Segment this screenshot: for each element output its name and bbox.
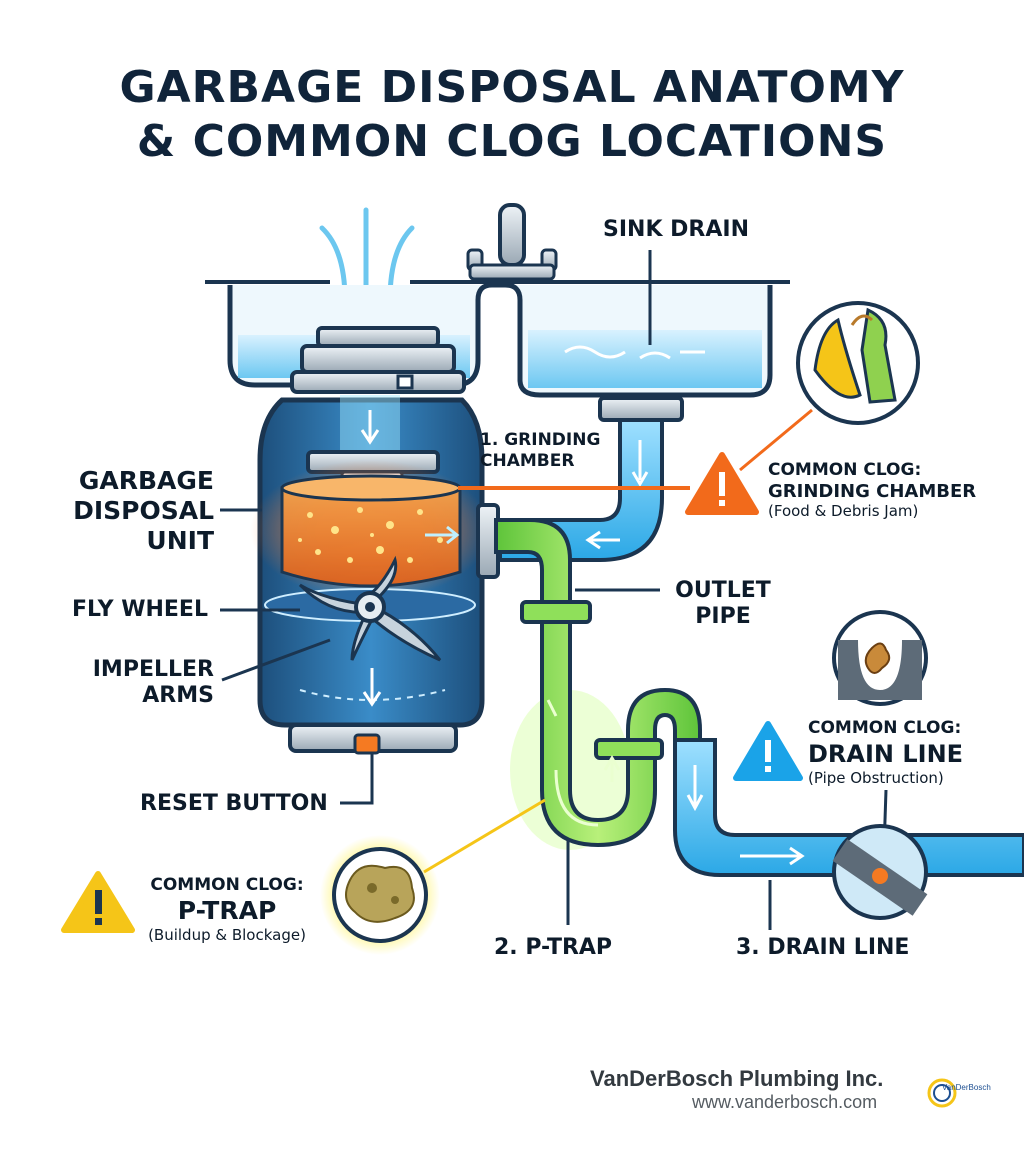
ptrap-clog-callout: COMMON CLOG: P-TRAP (Buildup & Blockage) [132, 875, 322, 944]
drain-clog-callout: COMMON CLOG: DRAIN LINE (Pipe Obstructio… [808, 718, 963, 787]
food-icon-line [739, 408, 813, 472]
page-title-line2: & COMMON CLOG LOCATIONS [136, 116, 888, 167]
drain-line-pipe [673, 738, 1024, 877]
grinding-clog-location: GRINDING CHAMBER [768, 481, 977, 502]
brand-name: VanDerBosch Plumbing Inc. [590, 1066, 884, 1091]
grinding-clog-detail: (Food & Debris Jam) [768, 502, 919, 520]
alert-triangle-icon-drain [733, 721, 803, 781]
food-scraps-icon [796, 301, 920, 425]
alert-triangle-icon-grinding [685, 452, 759, 515]
leader-lines [220, 250, 772, 930]
drain-clog-location: DRAIN LINE [808, 740, 964, 768]
brand-url[interactable]: www.vanderbosch.com [692, 1092, 878, 1112]
impeller-arms-label: IMPELLER ARMS [92, 657, 214, 708]
drain-line-label: 3. DRAIN LINE [736, 935, 910, 960]
drain-clog-detail: (Pipe Obstruction) [808, 769, 944, 787]
reset-button-label: RESET BUTTON [140, 791, 328, 816]
garbage-disposal-unit-label: GARBAGE DISPOSAL UNIT [73, 466, 214, 555]
sink-drain-label: SINK DRAIN [603, 217, 749, 242]
grinding-clog-callout: COMMON CLOG: GRINDING CHAMBER (Food & De… [768, 460, 976, 520]
alert-triangle-icon-ptrap [61, 871, 135, 933]
p-trap-pipe [494, 518, 702, 850]
grinding-chamber-label: 1. GRINDING CHAMBER [480, 430, 601, 471]
ptrap-clog-location: P-TRAP [177, 896, 277, 925]
pipe-clog-icon [832, 610, 928, 706]
p-trap-label: 2. P-TRAP [494, 935, 613, 960]
outlet-pipe-label: OUTLET PIPE [675, 578, 771, 629]
fly-wheel-label: FLY WHEEL [72, 597, 208, 622]
ptrap-clog-heading: COMMON CLOG: [150, 875, 304, 895]
drain-line-clog-detail [832, 789, 928, 920]
sludge-icon [320, 835, 440, 955]
disposal-unit [250, 326, 500, 755]
ptrap-clog-detail: (Buildup & Blockage) [148, 926, 306, 944]
ptrap-clog-line [423, 798, 546, 874]
logo-icon [927, 1078, 957, 1108]
grinding-clog-heading: COMMON CLOG: [768, 460, 922, 480]
logo-text: VanDerBosch [942, 1083, 991, 1092]
page-title-line1: GARBAGE DISPOSAL ANATOMY [119, 62, 905, 113]
drain-clog-heading: COMMON CLOG: [808, 718, 962, 738]
